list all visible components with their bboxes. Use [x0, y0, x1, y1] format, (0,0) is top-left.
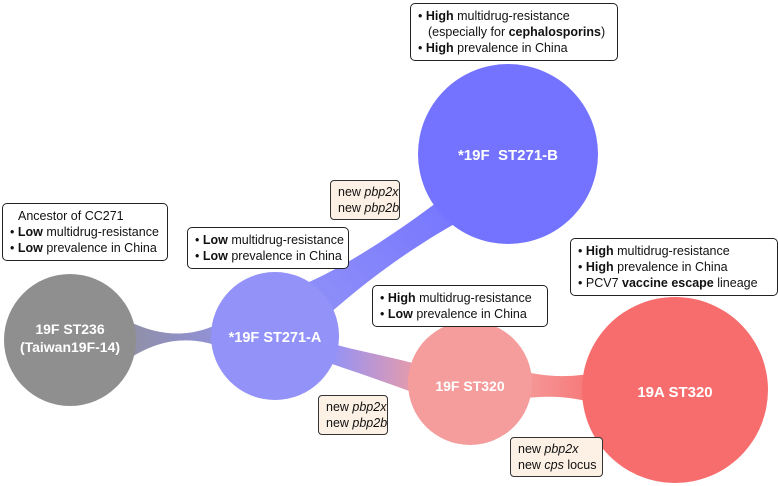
node-19f-st236 [4, 274, 136, 406]
info-box-st236: Ancestor of CC271 • Low multidrug-resist… [2, 203, 168, 261]
node-19a-st320 [582, 297, 768, 483]
label-19f-st271b: *19F ST271-B [458, 147, 558, 164]
mutation-box-to-st271b: new pbp2x new pbp2b [330, 180, 400, 220]
node-19f-st271a [211, 272, 339, 400]
info-box-st320-19f: • High multidrug-resistance • Low preval… [372, 285, 548, 327]
connector-st236-st271a [130, 318, 230, 358]
label-19f-st320: 19F ST320 [435, 378, 504, 394]
connector-st271a-st271b [290, 200, 458, 322]
info-box-st320-19a: • High multidrug-resistance • High preva… [570, 238, 778, 296]
label-19f-st271a: *19F ST271-A [229, 330, 322, 346]
mutation-box-to-st320: new pbp2x new pbp2b [318, 395, 388, 435]
node-19f-st271b [418, 64, 598, 244]
connector-st271a-st320 [320, 340, 420, 395]
connector-st320-19a [510, 368, 600, 405]
label-19a-st320: 19A ST320 [637, 384, 712, 401]
info-st236-title: Ancestor of CC271 [18, 209, 124, 223]
label-taiwan19f-14: (Taiwan19F-14) [20, 339, 120, 355]
info-box-st271a: • Low multidrug-resistance • Low prevale… [187, 227, 349, 269]
info-box-st271b: • High multidrug-resistance (especially … [410, 3, 618, 61]
label-19f-st236: 19F ST236 [35, 321, 104, 337]
node-19f-st320 [408, 321, 532, 445]
mutation-box-to-19a: new pbp2x new cps locus [510, 437, 603, 477]
